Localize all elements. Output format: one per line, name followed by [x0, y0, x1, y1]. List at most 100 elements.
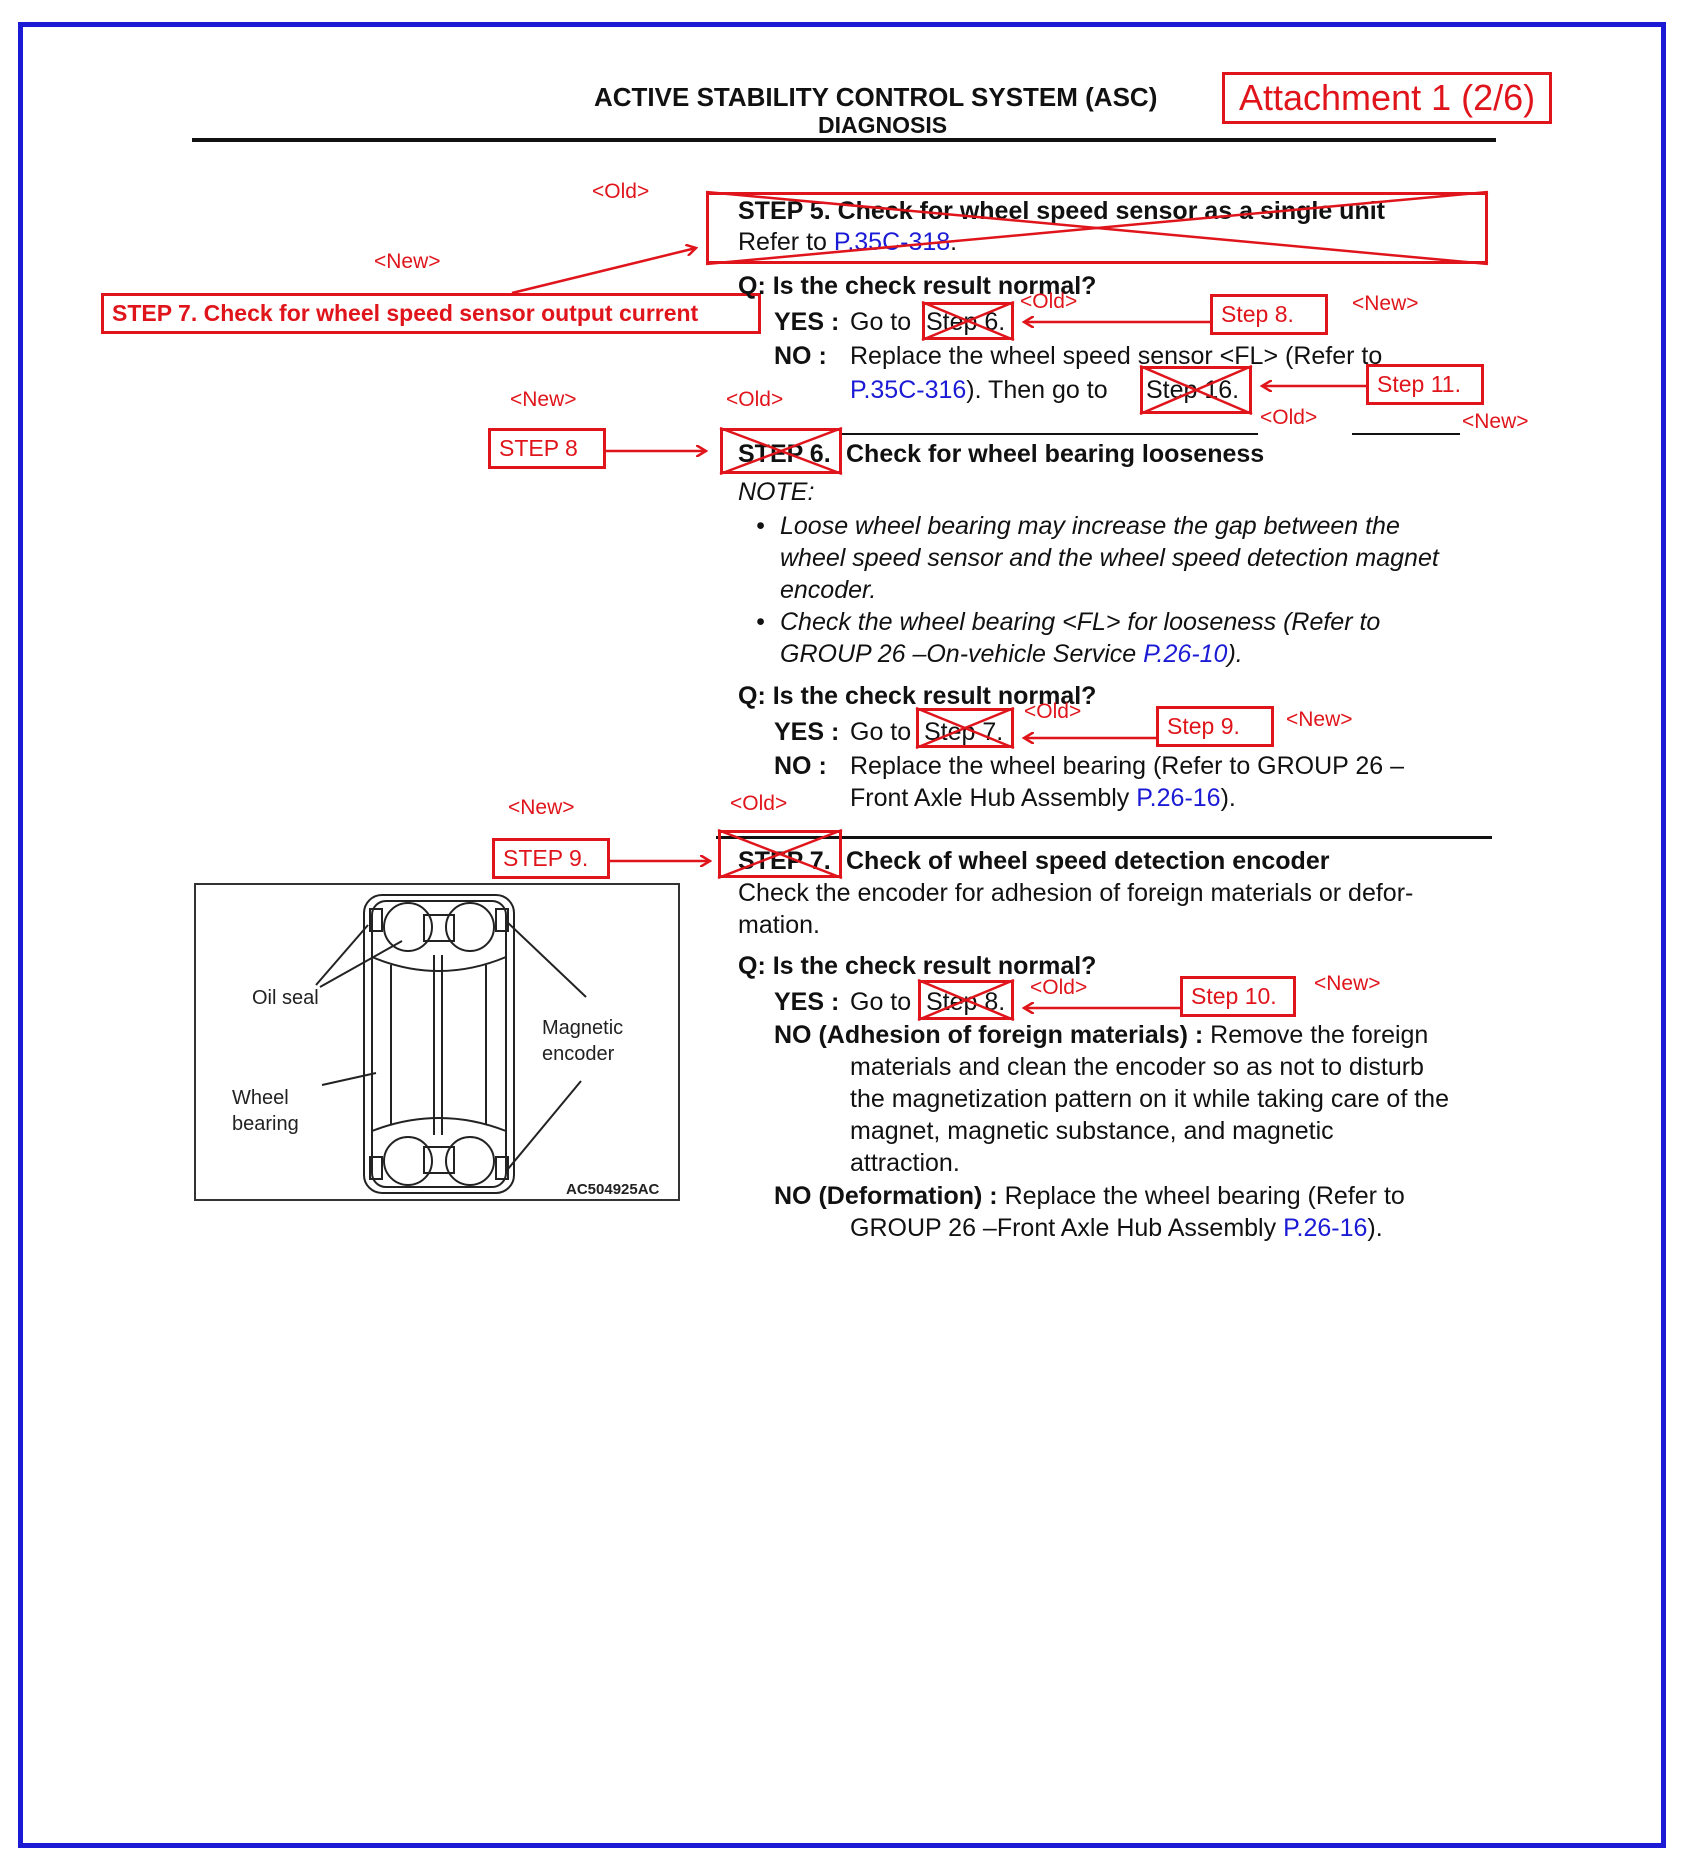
figure-label-wheel: Wheel: [232, 1087, 289, 1109]
step6-no-link[interactable]: P.26-16: [1136, 784, 1221, 812]
step6-yes-new: Step 9.: [1156, 706, 1274, 747]
step5-yes-label: YES :: [774, 308, 840, 336]
step5-no-label: NO :: [774, 342, 827, 370]
old-tag: <Old>: [1030, 976, 1088, 999]
step7-no2-line2: GROUP 26 –Front Axle Hub Assembly P.26-1…: [850, 1214, 1383, 1243]
new-tag: <New>: [1286, 708, 1353, 731]
new-tag: <New>: [510, 388, 577, 411]
old-tag: <Old>: [726, 388, 784, 411]
step6-bullet2b: GROUP 26 –On-vehicle Service: [780, 640, 1144, 668]
step6-bullet2-line2: GROUP 26 –On-vehicle Service P.26-10).: [780, 640, 1243, 669]
step7-no2-text1: Replace the wheel bearing (Refer to: [1004, 1182, 1405, 1210]
step5-refer-text: Refer to: [738, 228, 834, 256]
step6-bullet1c: encoder.: [780, 576, 877, 604]
header-rule: [192, 138, 1496, 142]
old-tag: <Old>: [592, 180, 650, 203]
step6-yes-label: YES :: [774, 718, 840, 746]
step5-question: Q: Is the check result normal?: [738, 272, 1097, 300]
old-tag: <Old>: [1020, 290, 1078, 313]
step5-no-cross-b: [1139, 364, 1253, 416]
step6-bullet1b: wheel speed sensor and the wheel speed d…: [780, 544, 1439, 572]
step5-yes-new: Step 8.: [1210, 294, 1328, 335]
page-frame: [18, 22, 1666, 1848]
step7-no2-text2: GROUP 26 –Front Axle Hub Assembly: [850, 1214, 1284, 1242]
step7-yes-text: Go to: [850, 988, 912, 1016]
step7-num-cross-b: [717, 828, 843, 880]
step6-rule: [840, 433, 1258, 435]
old-tag: <Old>: [1260, 406, 1318, 429]
step7-no2-link[interactable]: P.26-16: [1283, 1214, 1368, 1242]
step7-no1-label: NO (Adhesion of foreign materials) :: [774, 1021, 1204, 1049]
step6-question: Q: Is the check result normal?: [738, 682, 1097, 710]
figure-code: AC504925AC: [566, 1181, 660, 1198]
step7-no1-text1: Remove the foreign: [1210, 1021, 1429, 1049]
step6-bullet-dot-2: •: [756, 608, 765, 636]
step7-no2-label: NO (Deformation) :: [774, 1182, 998, 1210]
attachment-label: Attachment 1 (2/6): [1222, 72, 1553, 124]
step5-no-line2: P.35C-316). Then go to: [850, 376, 1108, 405]
step7-no1-text3: the magnetization pattern on it while ta…: [850, 1085, 1449, 1113]
step5-new-label: STEP 7. Check for wheel speed sensor out…: [101, 293, 761, 334]
step5-no-old: Step 16.: [1146, 376, 1240, 404]
step6-num-cross-b: [719, 426, 843, 476]
step6-title: Check for wheel bearing looseness: [846, 440, 1265, 468]
step6-no-end: ).: [1220, 784, 1236, 812]
new-tag: <New>: [374, 250, 441, 273]
step7-desc1: Check the encoder for adhesion of foreig…: [738, 879, 1414, 907]
step7-no1-text5: attraction.: [850, 1149, 960, 1177]
step5-no-link[interactable]: P.35C-316: [850, 376, 967, 404]
figure-label-encoder: encoder: [542, 1043, 615, 1065]
step7-title: Check of wheel speed detection encoder: [846, 847, 1330, 875]
step5-yes-cross-b: [921, 300, 1015, 342]
step7-no1-text2: materials and clean the encoder so as no…: [850, 1053, 1424, 1081]
step7-no2-line1: NO (Deformation) : Replace the wheel bea…: [774, 1182, 1405, 1211]
step5-new-arrow: [511, 248, 696, 295]
page-title: ACTIVE STABILITY CONTROL SYSTEM (ASC): [594, 82, 1158, 112]
step6-note: NOTE:: [738, 478, 815, 506]
old-tag: <Old>: [730, 792, 788, 815]
step7-no1-line1: NO (Adhesion of foreign materials) : Rem…: [774, 1021, 1428, 1050]
step5-no-new: Step 11.: [1366, 364, 1484, 405]
step6-bullet1: Loose wheel bearing may increase the gap…: [780, 512, 1400, 540]
step5-no-text1: Replace the wheel speed sensor <FL> (Ref…: [850, 342, 1383, 370]
wheel-bearing-figure: Oil seal Magnetic encoder Wheel bearing …: [194, 883, 680, 1201]
step5-crossout-box: [706, 192, 1488, 264]
step6-new-num: STEP 8: [488, 428, 606, 469]
step6-no-label: NO :: [774, 752, 827, 780]
short-rule: [1352, 433, 1460, 435]
new-tag: <New>: [1314, 972, 1381, 995]
step7-yes-cross-b: [917, 978, 1015, 1022]
step7-yes-label: YES :: [774, 988, 840, 1016]
step6-yes-text: Go to: [850, 718, 912, 746]
new-tag: <New>: [1352, 292, 1419, 315]
step7-desc2: mation.: [738, 911, 820, 939]
step6-yes-old: Step 7.: [924, 718, 1004, 746]
step6-yes-old-box: [916, 708, 1014, 748]
step5-no-old-box: [1140, 366, 1252, 414]
step6-bullet-dot-1: •: [756, 512, 765, 540]
step6-no-text2: Front Axle Hub Assembly: [850, 784, 1137, 812]
step6-no-line2: Front Axle Hub Assembly P.26-16).: [850, 784, 1236, 813]
new-tag: <New>: [1462, 410, 1529, 433]
bearing-diagram: [315, 894, 587, 1194]
step7-yes-old-box: [918, 980, 1014, 1020]
step7-question: Q: Is the check result normal?: [738, 952, 1097, 980]
step7-no2-end: ).: [1367, 1214, 1383, 1242]
step6-yes-cross-b: [915, 706, 1015, 750]
figure-label-magnetic: Magnetic: [542, 1017, 624, 1039]
step7-old-num-box: [718, 830, 842, 878]
step7-yes-new: Step 10.: [1180, 976, 1296, 1017]
step7-no1-text4: magnet, magnetic substance, and magnetic: [850, 1117, 1334, 1145]
step6-bullet2: Check the wheel bearing <FL> for loosene…: [780, 608, 1381, 636]
step7-rule: [716, 836, 1492, 839]
step6-bullet2-link[interactable]: P.26-10: [1143, 640, 1228, 668]
new-tag: <New>: [508, 796, 575, 819]
old-tag: <Old>: [1024, 700, 1082, 723]
step5-yes-text: Go to: [850, 308, 912, 336]
step5-yes-old-box: [922, 302, 1014, 340]
step6-old-num-box: [720, 428, 842, 474]
figure-label-bearing: bearing: [232, 1113, 299, 1135]
step5-no-text2: ). Then go to: [966, 376, 1108, 404]
figure-label-oil-seal: Oil seal: [252, 987, 319, 1009]
